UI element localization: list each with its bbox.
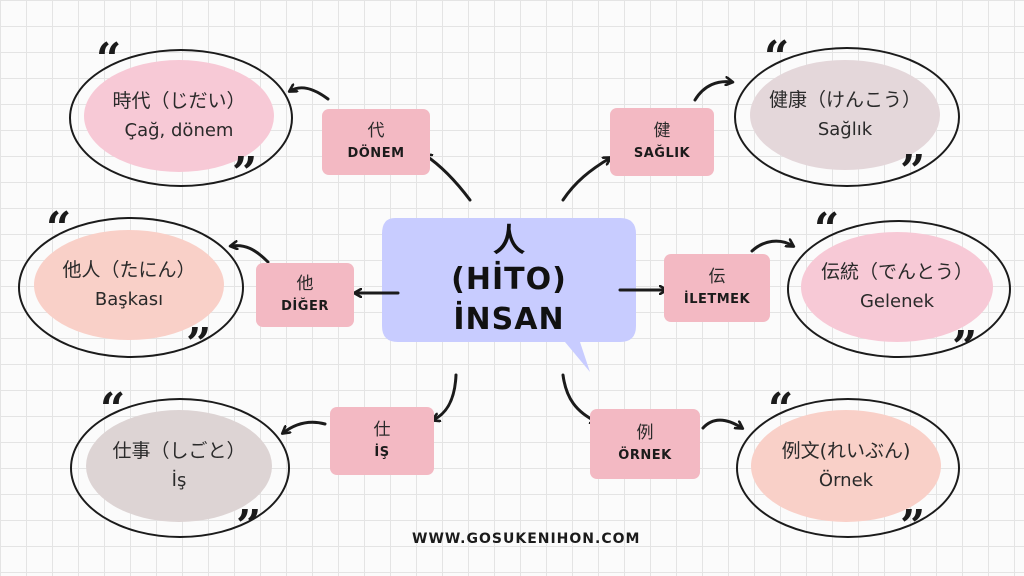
- quote-close-icon: ”: [232, 148, 258, 199]
- quote-close-icon: ”: [900, 146, 926, 197]
- tag-kanji: 例: [636, 423, 654, 443]
- tag-word: SAĞLIK: [633, 146, 691, 161]
- arrow-icon: [231, 246, 270, 264]
- quote-open-icon: “: [768, 384, 794, 435]
- quote-open-icon: “: [46, 203, 72, 254]
- quote-open-icon: “: [96, 34, 122, 85]
- arrow-icon: [693, 82, 732, 102]
- tag-kanji: 伝: [708, 267, 726, 287]
- oval-turkish: Örnek: [818, 470, 874, 491]
- tag-word: İLETMEK: [683, 292, 751, 307]
- footer-url: WWW.GOSUKENIHON.COM: [412, 531, 641, 547]
- tag-top-right: 健 SAĞLIK: [610, 108, 714, 176]
- oval-turkish: Çağ, dönem: [124, 120, 234, 141]
- oval-outline: [736, 398, 960, 538]
- oval-bottom-left: 仕事（しごと） İş: [86, 410, 272, 522]
- arrow-icon: [561, 158, 610, 202]
- tag-kanji: 他: [296, 274, 314, 294]
- tag-kanji: 健: [653, 121, 671, 141]
- oval-turkish: İş: [171, 470, 187, 491]
- quote-close-icon: ”: [186, 319, 212, 370]
- arrow-icon: [425, 155, 472, 202]
- tag-word: ÖRNEK: [618, 448, 672, 463]
- oval-turkish: Sağlık: [817, 119, 873, 140]
- tag-word: DÖNEM: [347, 146, 405, 161]
- oval-outline: [18, 217, 244, 358]
- oval-japanese: 他人（たにん）: [62, 259, 196, 281]
- tag-top-left: 代 DÖNEM: [322, 109, 430, 175]
- arrow-icon: [283, 420, 327, 433]
- arrow-icon: [290, 88, 330, 101]
- quote-close-icon: ”: [900, 501, 926, 552]
- center-speech-bubble: [382, 218, 636, 372]
- quote-close-icon: ”: [952, 322, 978, 373]
- oval-outline: [734, 47, 960, 187]
- oval-bottom-right: 例文(れいぶん) Örnek: [751, 410, 941, 522]
- tag-mid-right: 伝 İLETMEK: [664, 254, 770, 322]
- tag-word: DİĞER: [281, 299, 329, 314]
- quote-close-icon: ”: [236, 501, 262, 552]
- center-meaning: İNSAN: [453, 302, 565, 337]
- oval-turkish: Başkası: [94, 289, 164, 310]
- quote-open-icon: “: [100, 384, 126, 435]
- oval-japanese: 伝統（でんとう）: [820, 261, 973, 283]
- oval-mid-left: 他人（たにん） Başkası: [34, 230, 224, 340]
- quote-open-icon: “: [814, 204, 840, 255]
- tag-mid-left: 他 DİĞER: [256, 263, 354, 327]
- oval-mid-right: 伝統（でんとう） Gelenek: [801, 232, 993, 342]
- oval-turkish: Gelenek: [859, 291, 934, 312]
- arrow-icon: [750, 241, 793, 253]
- oval-outline: [70, 398, 290, 538]
- oval-outline: [69, 49, 293, 187]
- oval-japanese: 仕事（しごと）: [112, 440, 246, 462]
- oval-japanese: 例文(れいぶん): [781, 440, 911, 462]
- oval-japanese: 健康（けんこう）: [768, 89, 921, 111]
- center-reading: (HİTO): [451, 262, 567, 297]
- arrow-icon: [433, 373, 458, 420]
- quote-open-icon: “: [764, 32, 790, 83]
- tag-bottom-left: 仕 İŞ: [330, 407, 434, 475]
- center-concept: 人 (HİTO) İNSAN: [382, 214, 636, 346]
- oval-outline: [787, 220, 1011, 358]
- oval-top-right: 健康（けんこう） Sağlık: [750, 60, 940, 170]
- tag-bottom-right: 例 ÖRNEK: [590, 409, 700, 479]
- tag-kanji: 代: [367, 121, 385, 141]
- tag-kanji: 仕: [373, 420, 391, 440]
- oval-top-left: 時代（じだい） Çağ, dönem: [84, 60, 274, 172]
- arrow-icon: [701, 418, 742, 428]
- center-kanji: 人: [492, 221, 525, 259]
- oval-japanese: 時代（じだい）: [112, 90, 246, 112]
- tag-word: İŞ: [374, 445, 390, 460]
